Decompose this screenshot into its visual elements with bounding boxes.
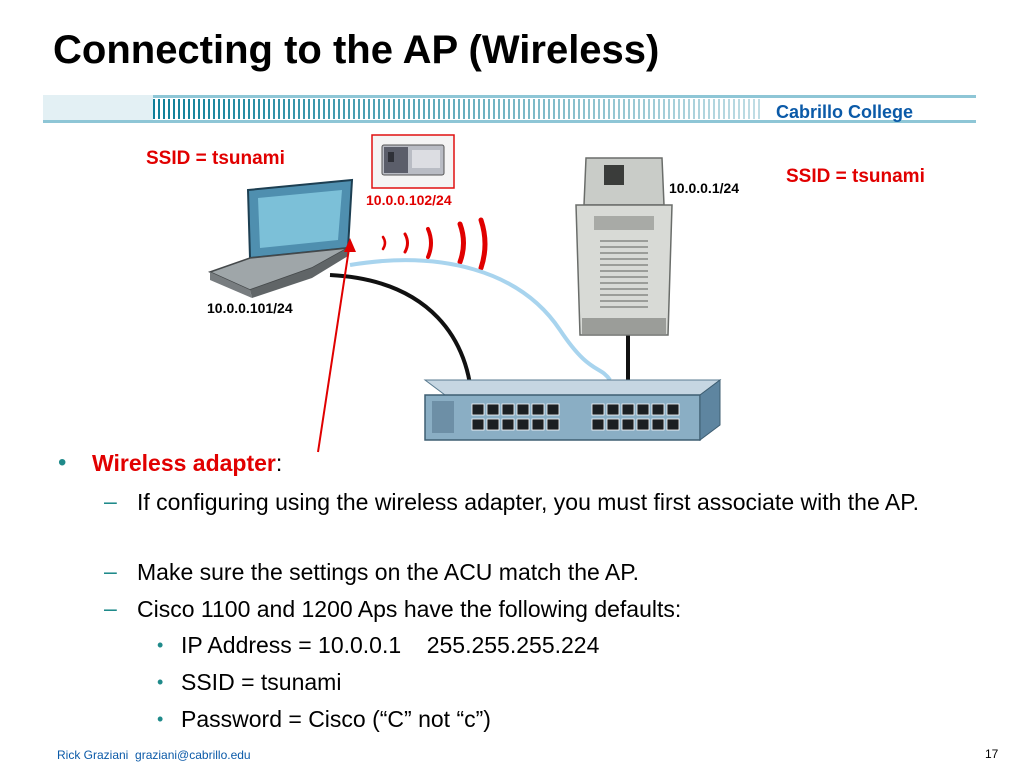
bullet-main-colon: : — [275, 450, 283, 476]
wireless-adapter-term: Wireless adapter — [92, 450, 276, 476]
laptop-icon — [207, 178, 354, 298]
page-number: 17 — [985, 747, 999, 761]
header-stripe-bar — [43, 95, 976, 123]
sub-bullet-text: Cisco 1100 and 1200 Aps have the followi… — [137, 596, 682, 622]
sub-sub-bullet-text: SSID = tsunami — [181, 669, 342, 695]
adapter-pointer-line — [317, 241, 351, 453]
bullet-main-text: Wireless adapter: — [92, 450, 282, 477]
laptop-ip-label: 10.0.0.101/24 — [207, 300, 293, 316]
adapter-ip-label: 10.0.0.102/24 — [366, 192, 452, 208]
network-diagram — [207, 134, 722, 453]
ssid-label-right: SSID = tsunami — [786, 166, 925, 187]
dash-marker: – — [104, 558, 117, 584]
dash-marker: – — [104, 595, 117, 621]
sub-sub-bullet-text: IP Address = 10.0.0.1 255.255.255.224 — [181, 632, 600, 658]
wireless-card-icon — [371, 134, 455, 189]
ap-ip-label: 10.0.0.1/24 — [669, 180, 740, 196]
college-name: Cabrillo College — [776, 102, 914, 122]
wireless-cable — [349, 258, 612, 382]
sub-bullet-text: Make sure the settings on the ACU match … — [137, 559, 640, 585]
ssid-label-left: SSID = tsunami — [146, 148, 285, 169]
bullet-marker: • — [157, 709, 164, 729]
bullet-marker: • — [157, 672, 164, 692]
radio-waves — [381, 217, 488, 271]
bullet-marker: • — [157, 635, 164, 655]
bullet-marker: • — [58, 449, 67, 476]
slide-title: Connecting to the AP (Wireless) — [53, 28, 660, 72]
access-point-icon — [575, 157, 673, 336]
dash-marker: – — [104, 488, 117, 514]
sub-sub-bullet-text: Password = Cisco (“C” not “c”) — [181, 706, 491, 732]
sub-bullet-text: If configuring using the wireless adapte… — [137, 489, 919, 515]
footer-author: Rick Graziani graziani@cabrillo.edu — [57, 748, 251, 762]
switch-icon — [423, 379, 722, 441]
